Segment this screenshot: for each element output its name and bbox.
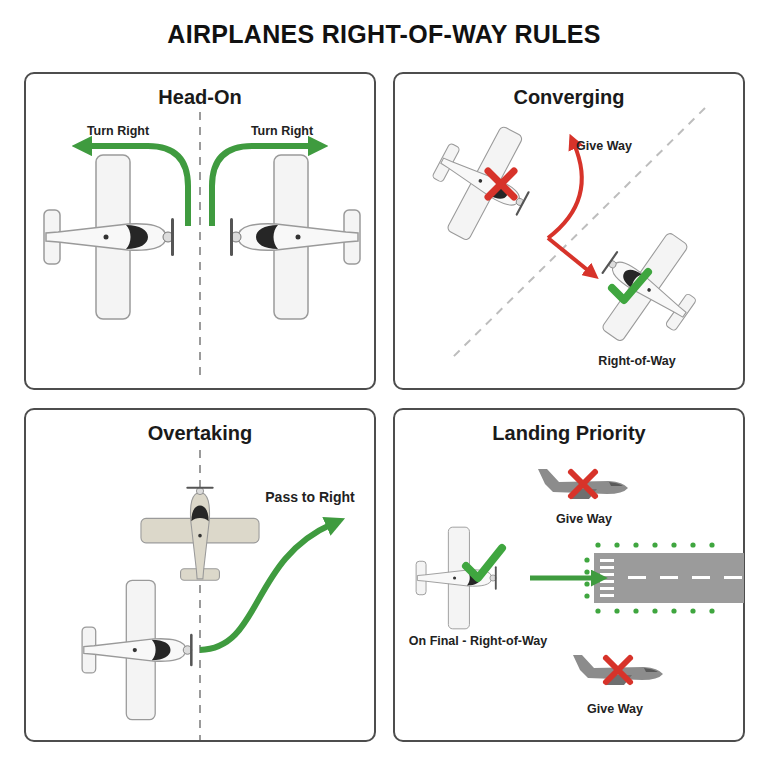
rule-label: On Final - Right-of-Way <box>409 634 547 648</box>
rule-label: Turn Right <box>87 124 149 138</box>
panel-heading: Overtaking <box>26 422 374 445</box>
panel-heading: Head-On <box>26 86 374 109</box>
rule-label: Pass to Right <box>265 489 354 505</box>
rule-panel: Overtaking <box>24 408 376 742</box>
panel-heading: Landing Priority <box>395 422 743 445</box>
rule-label: Give Way <box>556 512 612 526</box>
diagram-title: AIRPLANES RIGHT-OF-WAY RULES <box>0 20 768 49</box>
rule-panel: Head-On <box>24 72 376 390</box>
rule-label: Right-of-Way <box>598 354 675 368</box>
panel-heading: Converging <box>395 86 743 109</box>
rule-panel: Converging <box>393 72 745 390</box>
rule-label: Give Way <box>576 139 632 153</box>
rule-panel: Landing Priority <box>393 408 745 742</box>
rule-label: Give Way <box>587 702 643 716</box>
rule-label: Turn Right <box>251 124 313 138</box>
